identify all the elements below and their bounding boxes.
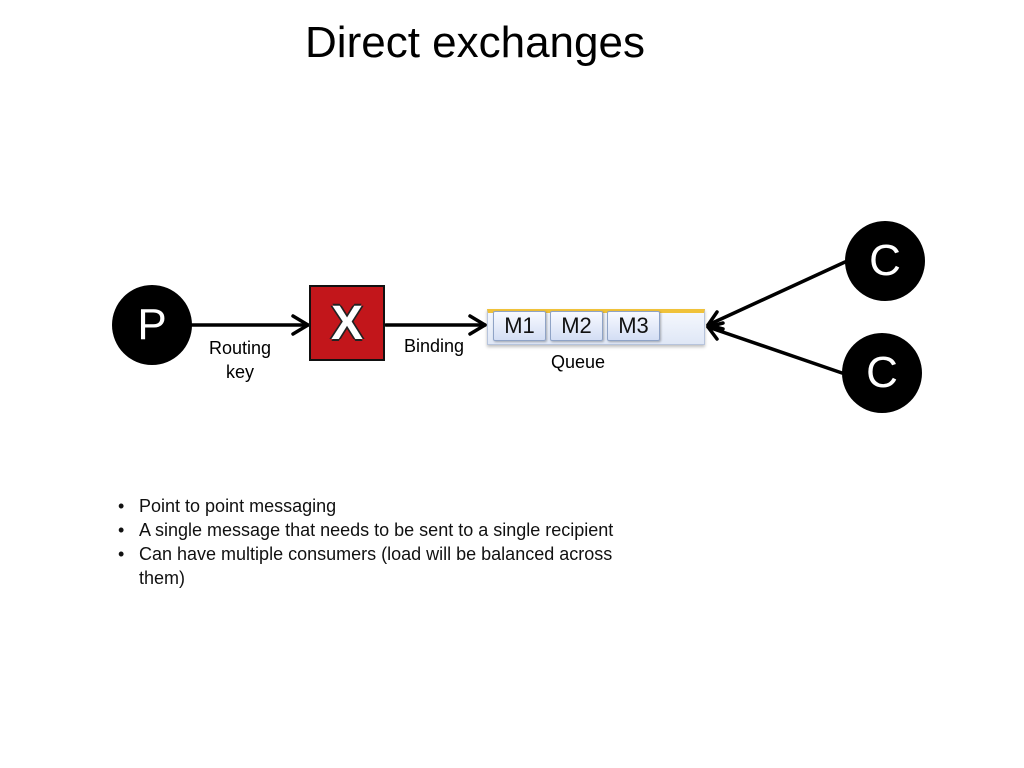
message-m3: M3 <box>607 311 660 341</box>
bullet-item: Can have multiple consumers (load will b… <box>116 542 616 590</box>
consumer-node-2: C <box>842 333 922 413</box>
routing-key-label: Routing key <box>190 336 290 384</box>
slide-title: Direct exchanges <box>305 18 645 67</box>
message-m2: M2 <box>550 311 603 341</box>
message-m1: M1 <box>493 311 546 341</box>
bullet-list: Point to point messaging A single messag… <box>116 494 616 590</box>
consumer-arrow-2 <box>706 321 844 375</box>
routing-arrow <box>190 314 310 336</box>
exchange-node: X <box>309 285 385 361</box>
bullet-item: Point to point messaging <box>116 494 616 518</box>
queue-label: Queue <box>550 352 606 372</box>
consumer-node-1: C <box>845 221 925 301</box>
binding-label: Binding <box>403 336 465 356</box>
binding-arrow <box>384 314 487 336</box>
routing-key-label-line2: key <box>225 362 254 382</box>
consumer-arrow-1 <box>706 260 847 331</box>
bullet-item: A single message that needs to be sent t… <box>116 518 616 542</box>
routing-key-label-line1: Routing <box>208 338 272 358</box>
producer-node: P <box>112 285 192 365</box>
